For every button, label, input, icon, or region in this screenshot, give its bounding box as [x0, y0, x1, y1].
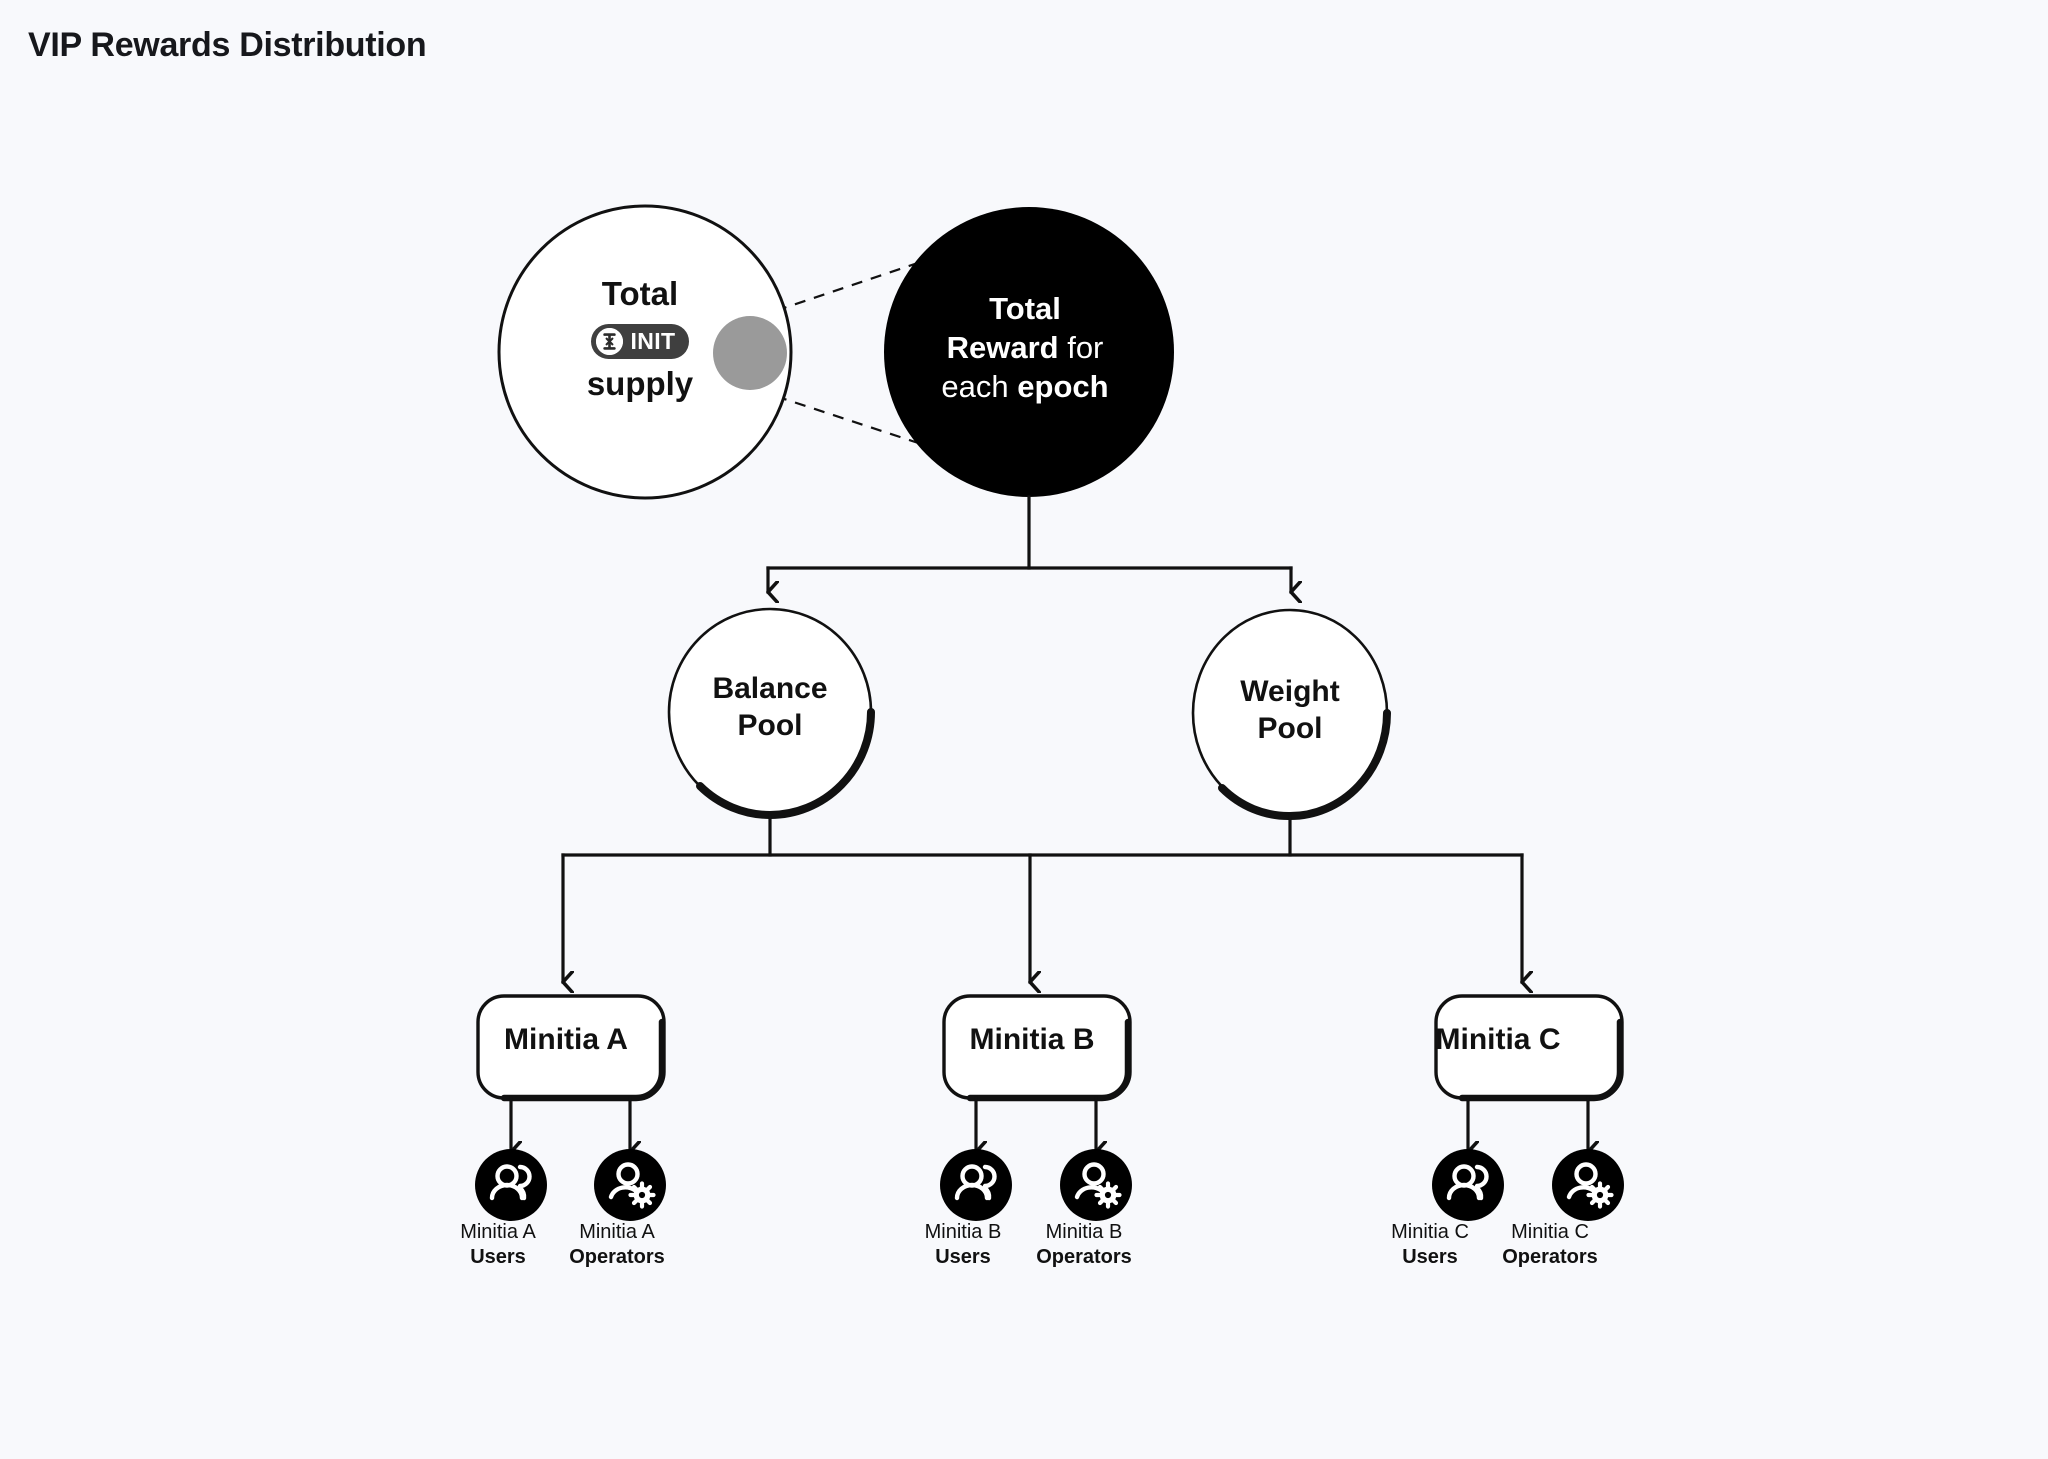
- edge-minitia-a-leaves: [511, 1096, 630, 1152]
- edge-pools-to-minitias: [563, 813, 1522, 982]
- minitia-b-users-icon: [940, 1149, 1012, 1221]
- highlight-dot: [713, 316, 787, 390]
- edge-minitia-b-leaves: [976, 1096, 1096, 1152]
- balance-pool-node: [667, 607, 875, 820]
- page-title: VIP Rewards Distribution: [28, 26, 427, 64]
- edge-reward-to-pools: [768, 495, 1291, 592]
- minitia-c-box: [1434, 994, 1624, 1102]
- minitia-b-operators-icon: [1060, 1149, 1132, 1221]
- minitia-a-users-icon: [475, 1149, 547, 1221]
- minitia-a-box: [476, 994, 666, 1102]
- edge-minitia-c-leaves: [1468, 1096, 1588, 1152]
- total-reward-circle: [884, 207, 1174, 497]
- minitia-c-users-icon: [1432, 1149, 1504, 1221]
- total-supply-circle: [497, 204, 793, 500]
- minitia-b-box: [942, 994, 1132, 1102]
- minitia-c-operators-icon: [1552, 1149, 1624, 1221]
- minitia-a-operators-icon: [594, 1149, 666, 1221]
- weight-pool-node: [1191, 608, 1391, 821]
